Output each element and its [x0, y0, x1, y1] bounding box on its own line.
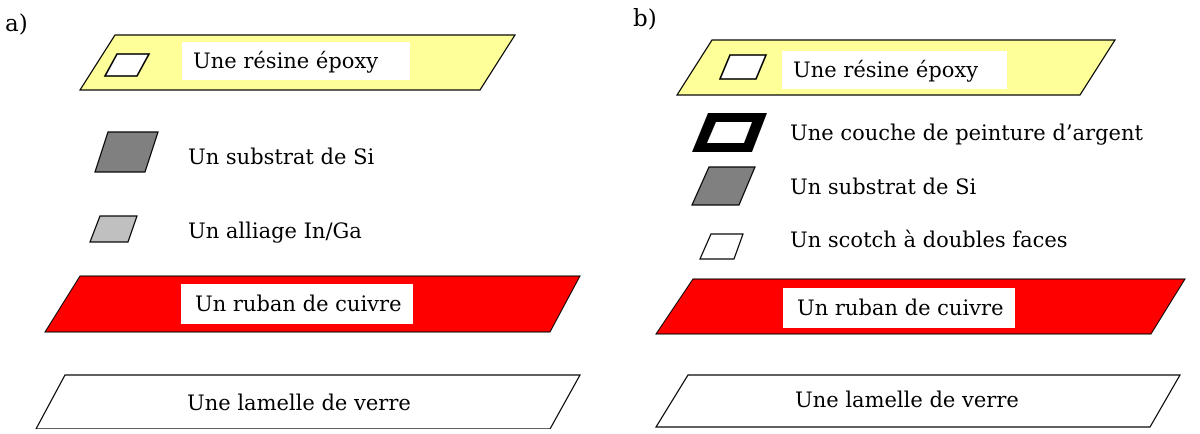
panel-b-epoxy-layer: Une résine époxy	[675, 39, 1117, 96]
panel-a-copper-layer: Un ruban de cuivre	[44, 275, 581, 333]
panel-a-si-layer: Un substrat de Si	[94, 131, 374, 173]
copper-label-box	[783, 288, 1015, 328]
si-swatch	[691, 166, 756, 206]
epoxy-swatch	[718, 54, 768, 80]
panel-b-si-layer: Un substrat de Si	[691, 166, 976, 206]
copper-label-box	[181, 284, 413, 324]
panel-b-silver-layer: Une couche de peinture d’argent	[692, 113, 1143, 152]
inga-label: Un alliage In/Ga	[188, 219, 362, 243]
epoxy-label-box	[782, 51, 1007, 89]
epoxy-swatch	[103, 53, 151, 77]
epoxy-label: Une résine époxy	[193, 49, 378, 73]
panel-b-tape-layer: Un scotch à doubles faces	[699, 228, 1068, 260]
si-swatch	[94, 131, 159, 173]
panel-a-label: a)	[5, 11, 28, 37]
panel-a-inga-layer: Un alliage In/Ga	[89, 215, 362, 243]
glass-label: Une lamelle de verre	[795, 388, 1019, 412]
panel-b: b) Une résine époxy Une couche de peintu…	[633, 6, 1186, 428]
epoxy-label-box	[182, 42, 410, 80]
tape-label: Un scotch à doubles faces	[790, 228, 1068, 252]
inga-swatch	[89, 215, 138, 243]
si-label: Un substrat de Si	[188, 145, 374, 169]
glass-label: Une lamelle de verre	[187, 391, 411, 415]
silver-paint-swatch-hole	[707, 122, 752, 143]
panel-a: a) Une résine époxy Un substrat de Si Un…	[5, 11, 582, 430]
glass-band	[654, 374, 1182, 428]
panel-b-glass-layer: Une lamelle de verre	[654, 374, 1182, 428]
tape-swatch	[699, 233, 744, 260]
epoxy-label: Une résine époxy	[793, 58, 978, 82]
panel-b-copper-layer: Un ruban de cuivre	[655, 278, 1186, 335]
copper-label: Un ruban de cuivre	[195, 292, 402, 316]
si-label: Un substrat de Si	[790, 175, 976, 199]
silver-label: Une couche de peinture d’argent	[790, 121, 1143, 145]
panel-a-epoxy-layer: Une résine époxy	[78, 34, 517, 91]
copper-label: Un ruban de cuivre	[797, 296, 1004, 320]
panel-a-glass-layer: Une lamelle de verre	[34, 374, 582, 430]
panel-b-label: b)	[633, 6, 657, 32]
